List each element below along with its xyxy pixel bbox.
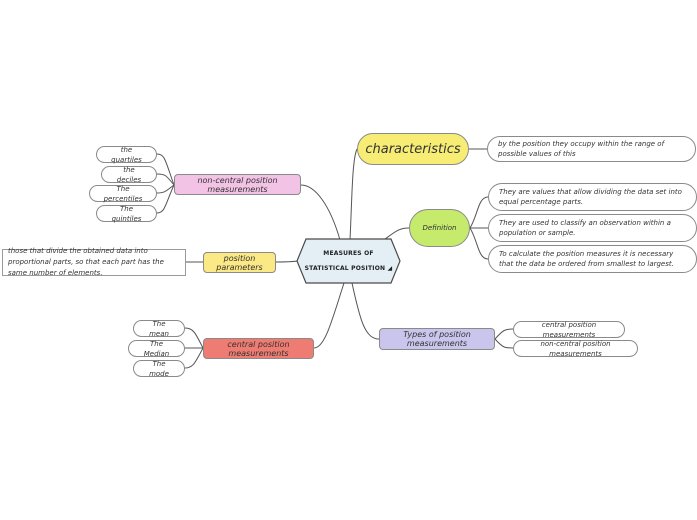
definition-to-item-1-line [469, 196, 489, 229]
types-item[interactable]: central position measurements [513, 321, 625, 339]
definition-item[interactable]: To calculate the position measures it is… [488, 245, 697, 273]
central-measures-item[interactable]: The mode [133, 360, 185, 378]
central-to-central-measures-line [313, 282, 345, 349]
noncentral-to-item-2-line [156, 173, 175, 186]
central-to-parameters-line [275, 260, 299, 263]
central-topic[interactable]: MEASURES OF STATISTICAL POSITION ◢ [297, 239, 400, 283]
central-measures-to-item-1-line [184, 327, 204, 349]
noncentral-item[interactable]: The percentiles [89, 185, 157, 203]
central-measures-item[interactable]: The Median [128, 340, 185, 358]
central-to-noncentral-line [300, 184, 341, 241]
definition-to-item-3-line [469, 227, 489, 260]
expand-arrow-icon[interactable]: ◢ [387, 265, 393, 272]
central-measures-to-item-3-line [184, 347, 204, 369]
noncentral-item[interactable]: The quintiles [96, 205, 157, 223]
definition-item[interactable]: They are used to classify an observation… [488, 214, 697, 242]
central-to-characteristics-line [349, 148, 358, 241]
noncentral-topic[interactable]: non-central position measurements [174, 174, 301, 195]
central-measures-item[interactable]: The mean [133, 320, 185, 338]
noncentral-to-item-3-line [156, 184, 175, 194]
parameters-detail[interactable]: those that divide the obtained data into… [2, 247, 186, 277]
noncentral-item[interactable]: the deciles [101, 166, 157, 184]
central-to-types-line [351, 282, 380, 340]
central-measures-topic[interactable]: central position measurements [203, 338, 314, 359]
definition-topic[interactable]: Definition [409, 209, 470, 247]
parameters-topic[interactable]: position parameters [203, 252, 276, 273]
definition-item[interactable]: They are values that allow dividing the … [488, 183, 697, 211]
noncentral-to-item-1-line [156, 153, 175, 186]
noncentral-item[interactable]: the quartiles [96, 146, 157, 164]
characteristics-detail[interactable]: by the position they occupy within the r… [487, 136, 696, 162]
types-to-item-2-line [494, 338, 514, 349]
types-topic[interactable]: Types of position measurements [379, 328, 495, 350]
noncentral-to-item-4-line [156, 184, 175, 214]
central-node-shape [296, 238, 401, 284]
types-item[interactable]: non-central position measurements [513, 340, 638, 358]
characteristics-topic[interactable]: characteristics [357, 133, 469, 165]
central-topic-label: MEASURES OF STATISTICAL POSITION ◢ [304, 250, 393, 272]
types-to-item-1-line [494, 328, 514, 340]
